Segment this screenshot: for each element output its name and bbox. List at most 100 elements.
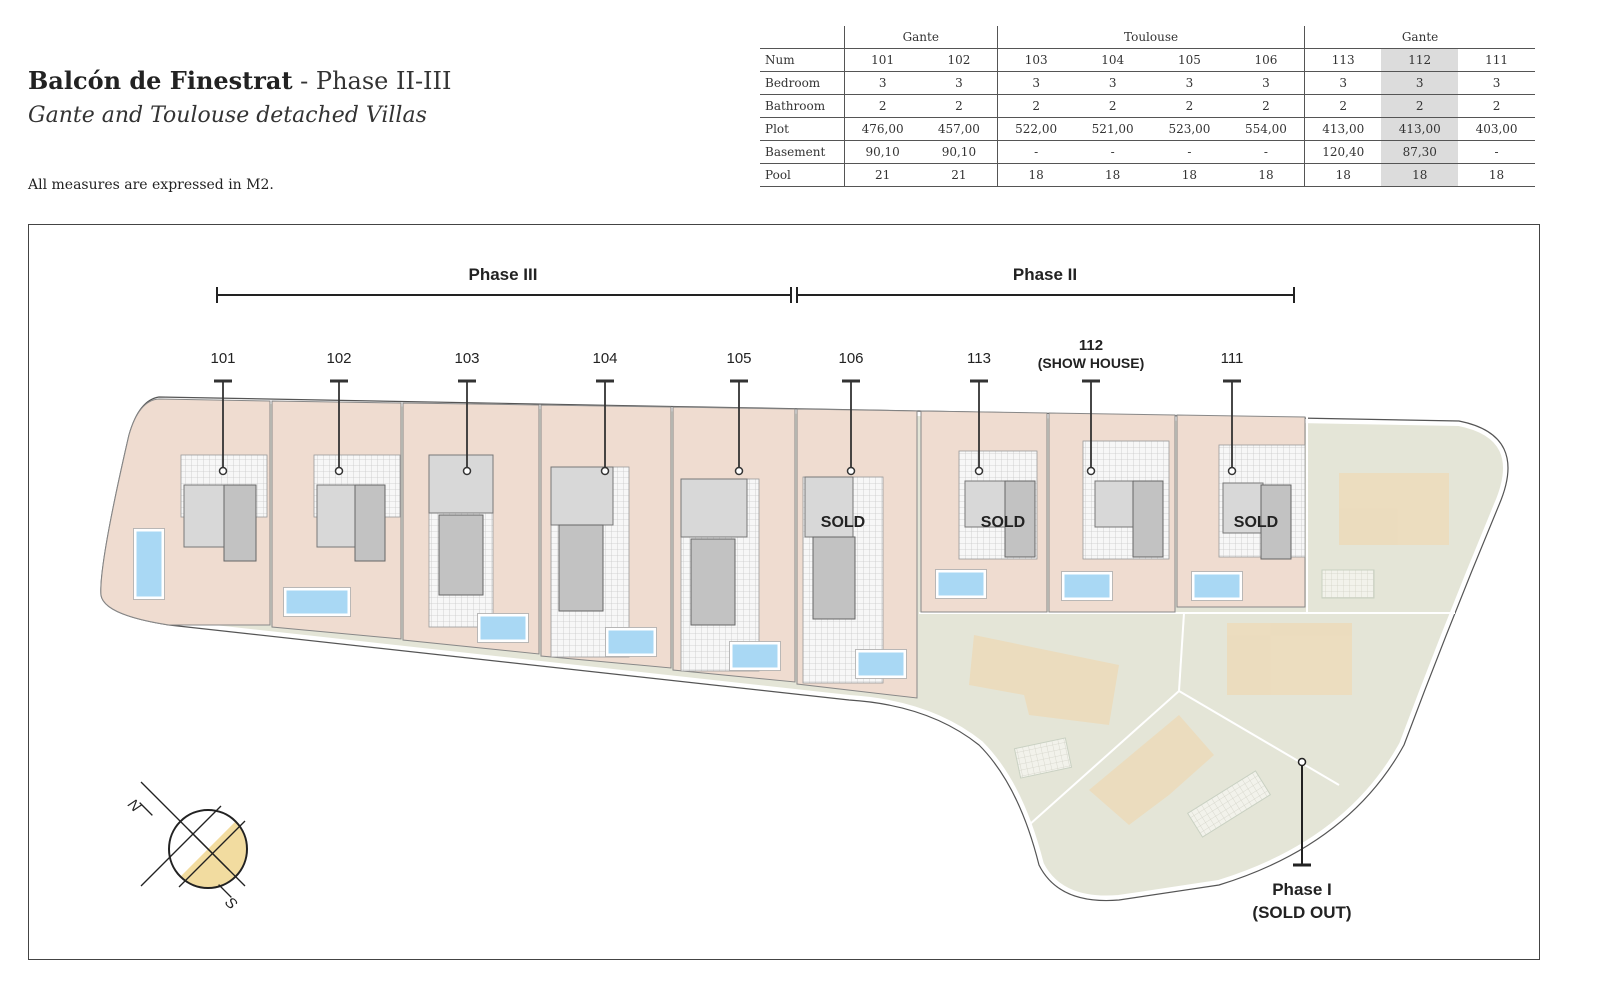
table-cell: - (1074, 140, 1152, 164)
table-cell: 18 (1304, 163, 1382, 187)
pool (283, 587, 351, 617)
phase-brackets (216, 287, 1295, 303)
lot-112: 112(SHOW HOUSE) (1038, 337, 1170, 601)
marker-dot (734, 466, 744, 476)
page-subtitle: Gante and Toulouse detached Villas (28, 103, 427, 128)
marker-dot (1086, 466, 1096, 476)
house-wing (354, 484, 386, 562)
table-cell: 3 (997, 71, 1075, 95)
table-group-header: Gante Toulouse Gante (760, 26, 1535, 49)
pool-edge (855, 649, 907, 679)
pool-edge (283, 587, 351, 617)
phase-i-divisions (919, 408, 1455, 826)
house-roof (316, 484, 358, 548)
marker-dot (974, 466, 984, 476)
table-cell: 2 (920, 94, 998, 118)
marker-dot (462, 466, 472, 476)
row-label: Basement (760, 140, 844, 164)
house-wing (223, 484, 257, 562)
title-block: Balcón de Finestrat - Phase II-III Gante… (28, 66, 452, 128)
table-cell: 112 (1381, 48, 1459, 72)
table-cell: 522,00 (997, 117, 1075, 141)
house-roof (428, 454, 494, 514)
house-roof (964, 480, 1010, 528)
lot-label: 105 (726, 350, 751, 367)
table-cell: 521,00 (1074, 117, 1152, 141)
marker-dot (1227, 466, 1237, 476)
group-header-toulouse: Toulouse (997, 26, 1305, 49)
table-cell: 18 (1151, 163, 1228, 187)
group-header-gante-a: Gante (843, 26, 998, 49)
lot-105: 105 (680, 350, 781, 672)
table-cell: 18 (997, 163, 1075, 187)
lot-label: 102 (326, 350, 351, 367)
table-cell: 413,00 (1381, 117, 1459, 141)
table-cell: 3 (1304, 71, 1382, 95)
marker-dot (218, 466, 228, 476)
table-cell: 2 (1458, 94, 1535, 118)
pool (133, 528, 165, 600)
house-roof (1094, 480, 1140, 528)
table-cell: 106 (1227, 48, 1305, 72)
sold-label: SOLD (981, 514, 1025, 531)
table-cell: 523,00 (1151, 117, 1228, 141)
pool (935, 569, 987, 599)
table-cell: 2 (997, 94, 1075, 118)
phase-label: - Phase II-III (292, 67, 452, 95)
table-cell: 102 (920, 48, 998, 72)
pool (855, 649, 907, 679)
pool-edge (935, 569, 987, 599)
table-cell: 3 (1074, 71, 1152, 95)
group-header-gante-b: Gante (1304, 26, 1535, 49)
house-roof (1222, 482, 1264, 534)
table-cell: 105 (1151, 48, 1228, 72)
house-wing (1004, 480, 1036, 558)
house-roof (680, 478, 748, 538)
lot-label: 111 (1221, 350, 1244, 367)
table-cell: 3 (920, 71, 998, 95)
table-cell: 413,00 (1304, 117, 1382, 141)
table-cell: 457,00 (920, 117, 998, 141)
lot-label: 103 (454, 350, 479, 367)
row-label: Bedroom (760, 71, 844, 95)
phase-iii-label: Phase III (469, 265, 538, 284)
pool-edge (133, 528, 165, 600)
table-cell: 2 (1151, 94, 1228, 118)
house-roof (550, 466, 614, 526)
phase-i-status: (SOLD OUT) (1252, 903, 1351, 922)
table-cell: 403,00 (1458, 117, 1535, 141)
pool (477, 613, 529, 643)
sold-label: SOLD (1234, 514, 1278, 531)
table-cell: 3 (1151, 71, 1228, 95)
house-wing (1132, 480, 1164, 558)
table-cell: 2 (843, 94, 921, 118)
house-wing (558, 524, 604, 612)
phase-i-label: Phase I (1272, 880, 1332, 899)
compass-n: N (124, 796, 144, 816)
table-cell: 111 (1458, 48, 1535, 72)
table-cell: 2 (1304, 94, 1382, 118)
measures-note: All measures are expressed in M2. (28, 177, 274, 193)
table-cell: - (997, 140, 1075, 164)
table-cell: 3 (1458, 71, 1535, 95)
lot-label: 113 (967, 350, 991, 367)
table-cell: 2 (1227, 94, 1305, 118)
table-cell: 476,00 (843, 117, 921, 141)
pool-edge (1061, 571, 1113, 601)
table-cell: 2 (1381, 94, 1459, 118)
pool-edge (1191, 571, 1243, 601)
table-cell: 21 (920, 163, 998, 187)
sold-label: SOLD (821, 514, 865, 531)
compass-s: S (221, 894, 240, 913)
project-name: Balcón de Finestrat (28, 66, 293, 95)
table-cell: - (1458, 140, 1535, 164)
table-cell: 120,40 (1304, 140, 1382, 164)
phase-ii-label: Phase II (1013, 265, 1077, 284)
